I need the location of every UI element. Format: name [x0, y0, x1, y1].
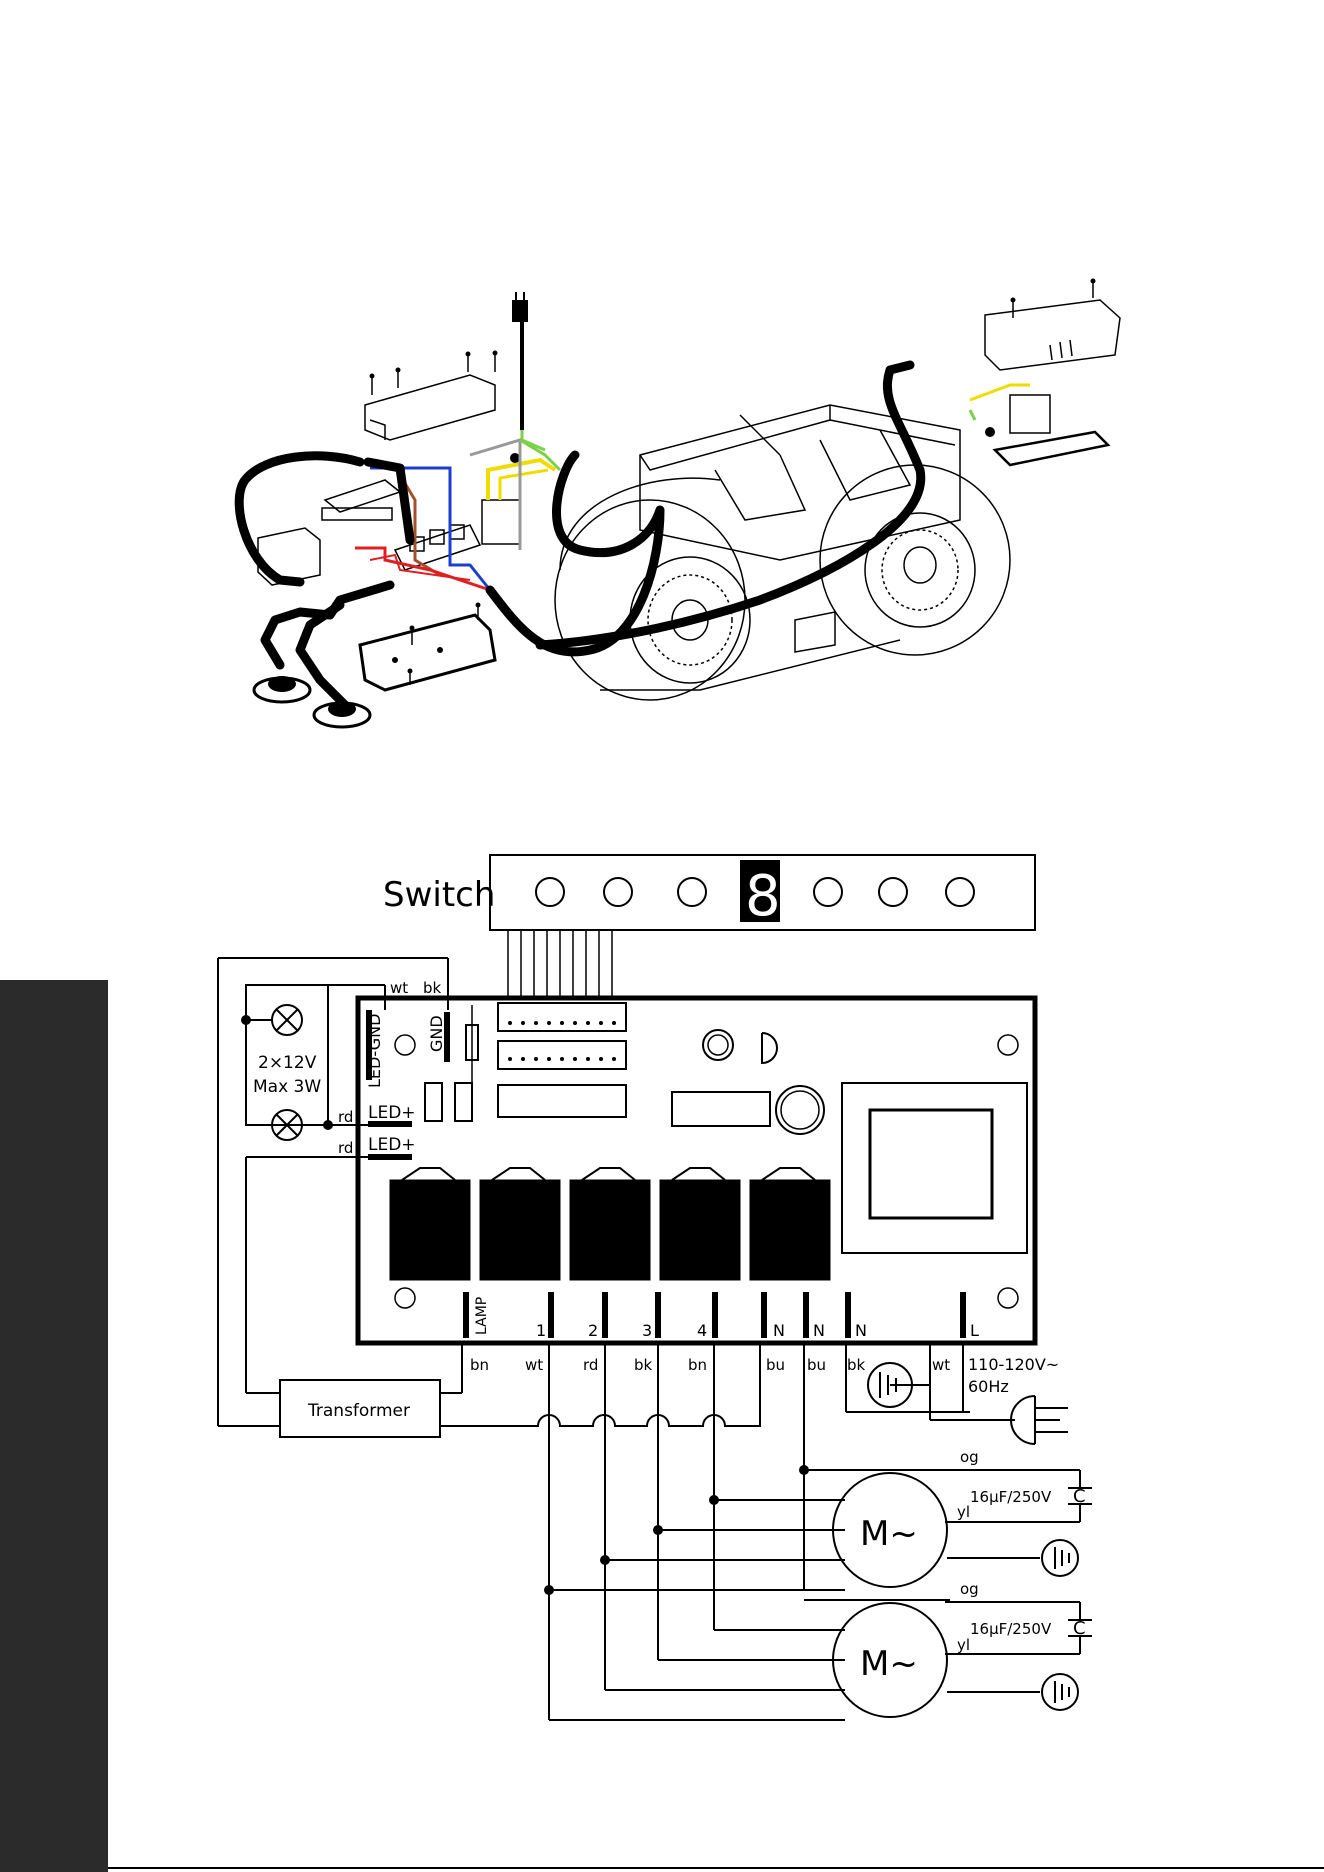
terminal-l: L	[970, 1321, 979, 1340]
control-box-right	[970, 279, 1120, 466]
svg-text:wt: wt	[390, 979, 408, 997]
wire-red	[355, 548, 490, 590]
wire-yellow-green	[520, 440, 560, 470]
label-gnd: GND	[427, 1015, 446, 1052]
display-digit: 8	[745, 864, 781, 929]
terminal-3: 3	[642, 1321, 652, 1340]
motor-1-label: M~	[860, 1514, 918, 1554]
motor-1-capacitor: 16μF/250V	[970, 1488, 1052, 1506]
motor-1-og: og	[960, 1448, 979, 1466]
label-led-plus-1: LED+	[368, 1103, 416, 1123]
transformer-label: Transformer	[307, 1401, 410, 1421]
relays	[390, 1168, 830, 1280]
mains-voltage: 110-120V~	[968, 1355, 1059, 1374]
control-board-lower	[360, 603, 495, 691]
motor-1: M~ og yl 16μF/250V C	[833, 1448, 1092, 1587]
terminal-4: 4	[697, 1321, 707, 1340]
switch-button-4[interactable]	[814, 878, 842, 906]
label-lamp: LAMP	[474, 1297, 490, 1335]
harness-cable-left-loop	[239, 456, 360, 582]
svg-text:bn: bn	[688, 1356, 707, 1374]
switch-button-5[interactable]	[879, 878, 907, 906]
switch-button-3[interactable]	[678, 878, 706, 906]
svg-text:bu: bu	[807, 1356, 826, 1374]
switch-label: Switch	[383, 875, 495, 915]
motor-1-cap-symbol: C	[1073, 1486, 1086, 1507]
harness-cable-main	[490, 455, 660, 652]
power-cord	[510, 292, 545, 463]
svg-text:rd: rd	[338, 1108, 353, 1126]
motor-2-og: og	[960, 1580, 979, 1598]
terminal-2: 2	[588, 1321, 598, 1340]
ground-symbol-mains	[868, 1363, 930, 1407]
lamp-spec-2: Max 3W	[253, 1077, 321, 1097]
svg-text:bk: bk	[423, 979, 442, 997]
switch-button-6[interactable]	[946, 878, 974, 906]
motor-2-yl: yl	[957, 1636, 970, 1654]
switch-button-1[interactable]	[536, 878, 564, 906]
motor-2-cap-symbol: C	[1073, 1618, 1086, 1639]
svg-text:rd: rd	[338, 1139, 353, 1157]
exploded-assembly-illustration	[239, 279, 1120, 728]
label-led-plus-2: LED+	[368, 1135, 416, 1155]
svg-text:wt: wt	[932, 1356, 950, 1374]
terminal-n-3: N	[855, 1321, 867, 1340]
mains-plug: 110-120V~ 60Hz	[963, 1355, 1068, 1444]
terminal-n-2: N	[813, 1321, 825, 1340]
svg-text:bn: bn	[470, 1356, 489, 1374]
svg-text:bk: bk	[847, 1356, 866, 1374]
switch-button-2[interactable]	[604, 878, 632, 906]
terminal-1: 1	[536, 1321, 546, 1340]
switch-panel: Switch 8	[383, 855, 1035, 930]
terminal-wires	[549, 1343, 1015, 1720]
terminal-n-1: N	[773, 1321, 785, 1340]
motor-1-yl: yl	[957, 1503, 970, 1521]
svg-text:rd: rd	[583, 1356, 598, 1374]
led-lamps-illustration	[254, 676, 370, 727]
motor-2-capacitor: 16μF/250V	[970, 1620, 1052, 1638]
motor-2-label: M~	[860, 1644, 918, 1684]
svg-text:bu: bu	[766, 1356, 785, 1374]
lamp-spec-1: 2×12V	[258, 1053, 317, 1073]
svg-text:bk: bk	[634, 1356, 653, 1374]
svg-text:wt: wt	[525, 1356, 543, 1374]
mains-frequency: 60Hz	[968, 1377, 1009, 1396]
control-pcb: LED-GND GND LED+ LED+ LAMP 1 2 3 4 N N N…	[358, 998, 1035, 1343]
